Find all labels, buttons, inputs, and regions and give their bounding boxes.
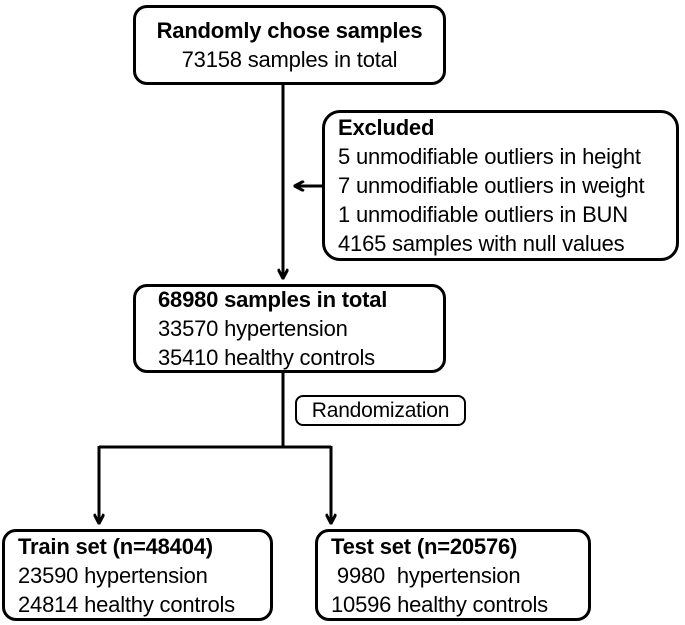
node-randomization: Randomization [295, 395, 466, 426]
node-top-line2: 73158 samples in total [181, 47, 398, 72]
node-top-heading: Randomly chose samples [156, 18, 423, 43]
node-train-line3: 24814 healthy controls [18, 591, 235, 617]
node-train-heading: Train set (n=48404) [18, 533, 213, 559]
node-test-line3: 10596 healthy controls [331, 591, 548, 617]
node-test-heading: Test set (n=20576) [331, 533, 518, 559]
node-randomly-chose-samples: Randomly chose samples 73158 samples in … [133, 5, 446, 85]
node-excluded-line3: 7 unmodifiable outliers in weight [338, 173, 645, 198]
node-excluded-line5: 4165 samples with null values [338, 231, 625, 256]
node-middle-line3: 35410 healthy controls [158, 345, 375, 370]
node-middle-heading: 68980 samples in total [158, 287, 388, 312]
node-test-set: Test set (n=20576) 9980 hypertension 105… [315, 529, 591, 621]
node-randomization-label: Randomization [311, 399, 450, 422]
node-train-set: Train set (n=48404) 23590 hypertension 2… [2, 529, 273, 621]
node-excluded-line4: 1 unmodifiable outliers in BUN [338, 202, 628, 227]
node-test-line2: 9980 hypertension [331, 562, 521, 588]
node-excluded-line2: 5 unmodifiable outliers in height [338, 144, 641, 169]
node-total-samples: 68980 samples in total 33570 hypertensio… [133, 284, 446, 373]
node-train-line2: 23590 hypertension [18, 562, 208, 588]
node-middle-line2: 33570 hypertension [158, 316, 348, 341]
node-excluded: Excluded 5 unmodifiable outliers in heig… [322, 110, 679, 261]
node-excluded-heading: Excluded [338, 115, 435, 140]
